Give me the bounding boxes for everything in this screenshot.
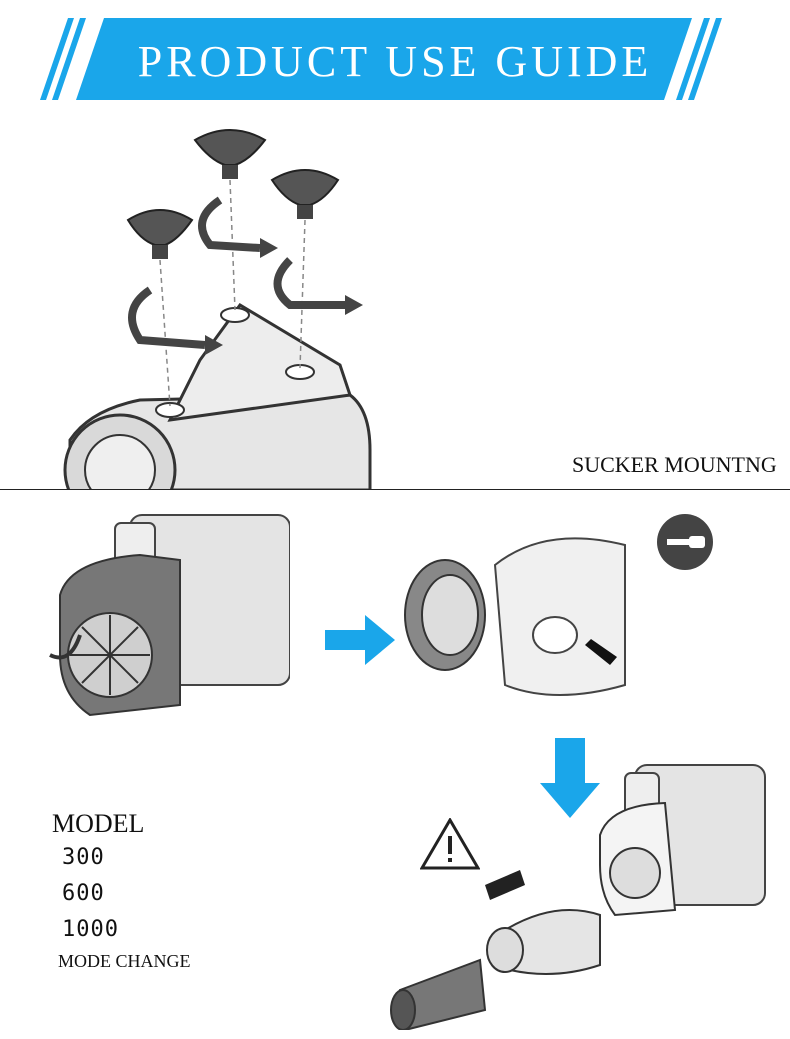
rotate-arrow-icon bbox=[128, 196, 345, 349]
strainer-icon bbox=[390, 958, 487, 1030]
model-label: MODEL bbox=[52, 809, 145, 838]
suction-cup-icon bbox=[193, 129, 267, 179]
model-item: 600 bbox=[62, 881, 105, 906]
model-item: 1000 bbox=[62, 917, 119, 942]
suction-cup-icon bbox=[270, 169, 340, 219]
model-item: 300 bbox=[62, 845, 105, 870]
suction-cup-icon bbox=[126, 209, 194, 259]
rotate-arrow-icon bbox=[49, 634, 82, 660]
pump-assembled-view bbox=[599, 764, 766, 917]
mode-change-label: MODE CHANGE bbox=[58, 951, 191, 971]
section-divider bbox=[0, 489, 790, 490]
model-list: MODEL 300 600 1000 MODE CHANGE bbox=[52, 808, 191, 974]
warning-triangle-icon bbox=[420, 818, 480, 870]
strainer-assembly bbox=[390, 870, 601, 1030]
arrow-right-icon bbox=[325, 615, 395, 665]
arrow-down-icon bbox=[540, 738, 600, 818]
pump-disassembled-view bbox=[404, 537, 626, 696]
page-title: PRODUCT USE GUIDE bbox=[137, 37, 653, 86]
title-banner bbox=[40, 18, 722, 100]
screwdriver-icon bbox=[657, 514, 713, 570]
pump-body bbox=[63, 303, 372, 490]
sucker-mounting-illustration bbox=[63, 129, 372, 490]
pump-front-view bbox=[49, 514, 290, 717]
sucker-mounting-caption: SUCKER MOUNTNG bbox=[572, 452, 777, 477]
